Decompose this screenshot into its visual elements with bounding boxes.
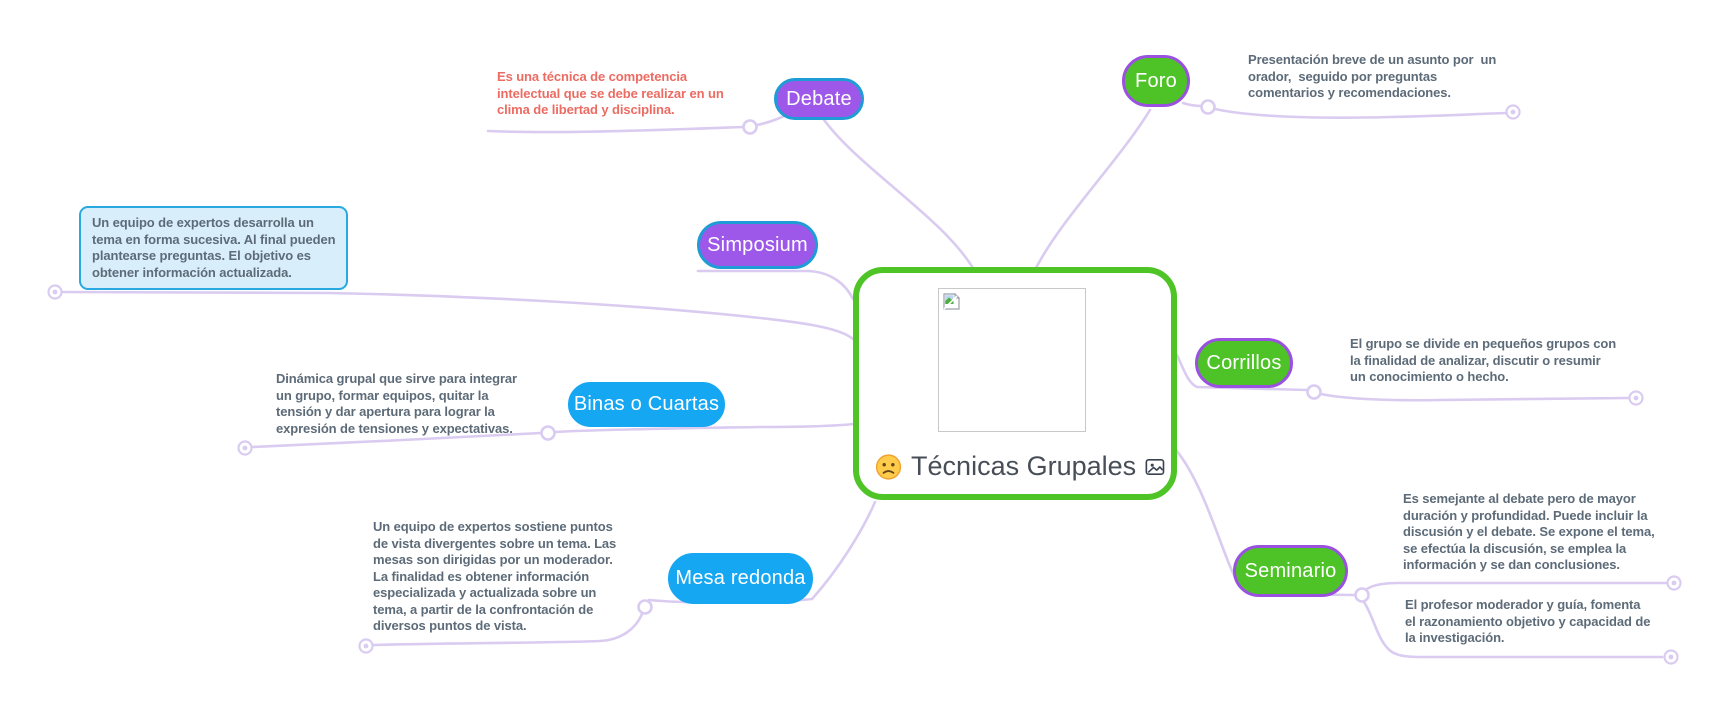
- branch-line-corrillos: [1175, 353, 1309, 392]
- root-title-row: Técnicas Grupales: [875, 451, 1165, 482]
- note-mesa-description[interactable]: Un equipo de expertos sostiene puntos de…: [373, 519, 617, 633]
- branch-line-simposium: [696, 269, 855, 301]
- branch-line-simposium-note: [60, 290, 855, 341]
- branch-line-seminario-note-2: [1362, 600, 1664, 659]
- branch-line-foro: [1034, 108, 1152, 270]
- topic-foro[interactable]: Foro: [1122, 55, 1190, 107]
- broken-image-icon: [943, 292, 961, 310]
- terminal-dot-mesa-note: [358, 638, 374, 654]
- branch-line-binas-note: [250, 431, 543, 449]
- topic-foro-label: Foro: [1135, 69, 1177, 92]
- topic-simposium[interactable]: Simposium: [697, 221, 818, 269]
- terminal-dot-binas-note: [237, 440, 253, 456]
- branch-line-corrillos-note: [1319, 392, 1630, 402]
- note-seminario-description-2[interactable]: El profesor moderador y guía, fomenta el…: [1405, 597, 1651, 645]
- topic-simposium-label: Simposium: [707, 233, 808, 256]
- topic-seminario-label: Seminario: [1244, 559, 1337, 582]
- note-foro-description[interactable]: Presentación breve de un asunto por un o…: [1248, 52, 1497, 100]
- note-binas-description[interactable]: Dinámica grupal que sirve para integrar …: [276, 371, 518, 436]
- root-topic-title: Técnicas Grupales: [911, 451, 1137, 481]
- branch-line-foro-note-link: [1181, 101, 1204, 108]
- branch-line-debate: [820, 115, 975, 270]
- branch-line-binas: [553, 422, 855, 434]
- note-simposium-description[interactable]: Un equipo de expertos desarrolla un tema…: [79, 206, 349, 290]
- topic-debate[interactable]: Debate: [774, 78, 864, 120]
- junction-handle-mesa[interactable]: [637, 599, 653, 615]
- root-topic[interactable]: Técnicas Grupales: [853, 267, 1177, 500]
- topic-debate-label: Debate: [786, 87, 852, 110]
- branch-line-mesa-note: [371, 612, 644, 647]
- image-placeholder[interactable]: [938, 288, 1086, 432]
- image-icon[interactable]: [1145, 457, 1165, 477]
- junction-handle-seminario[interactable]: [1354, 587, 1370, 603]
- terminal-dot-seminario-note-1: [1666, 575, 1682, 591]
- note-corrillos-description[interactable]: El grupo se divide en pequeños grupos co…: [1350, 336, 1617, 384]
- topic-seminario[interactable]: Seminario: [1233, 545, 1348, 597]
- topic-corrillos-label: Corrillos: [1206, 351, 1282, 374]
- topic-corrillos[interactable]: Corrillos: [1195, 338, 1293, 388]
- terminal-dot-foro-note: [1505, 104, 1521, 120]
- sad-emoji-icon: [875, 453, 902, 480]
- branch-line-debate-note: [486, 125, 745, 134]
- note-debate-description[interactable]: Es una técnica de competencia intelectua…: [497, 69, 724, 117]
- junction-handle-foro[interactable]: [1200, 99, 1216, 115]
- topic-mesa-redonda-label: Mesa redonda: [675, 567, 806, 589]
- branch-line-foro-note: [1213, 107, 1508, 120]
- terminal-dot-corrillos-note: [1628, 390, 1644, 406]
- topic-mesa-redonda[interactable]: Mesa redonda: [668, 553, 813, 604]
- junction-handle-debate[interactable]: [742, 119, 758, 135]
- junction-handle-corrillos[interactable]: [1306, 384, 1322, 400]
- junction-handle-binas[interactable]: [540, 425, 556, 441]
- terminal-dot-simposium-note: [47, 284, 63, 300]
- topic-binas-o-cuartas[interactable]: Binas o Cuartas: [568, 382, 725, 427]
- terminal-dot-seminario-note-2: [1663, 649, 1679, 665]
- topic-binas-o-cuartas-label: Binas o Cuartas: [573, 393, 720, 415]
- note-seminario-description-1[interactable]: Es semejante al debate pero de mayor dur…: [1403, 491, 1655, 572]
- branch-line-seminario-note-1: [1365, 581, 1668, 591]
